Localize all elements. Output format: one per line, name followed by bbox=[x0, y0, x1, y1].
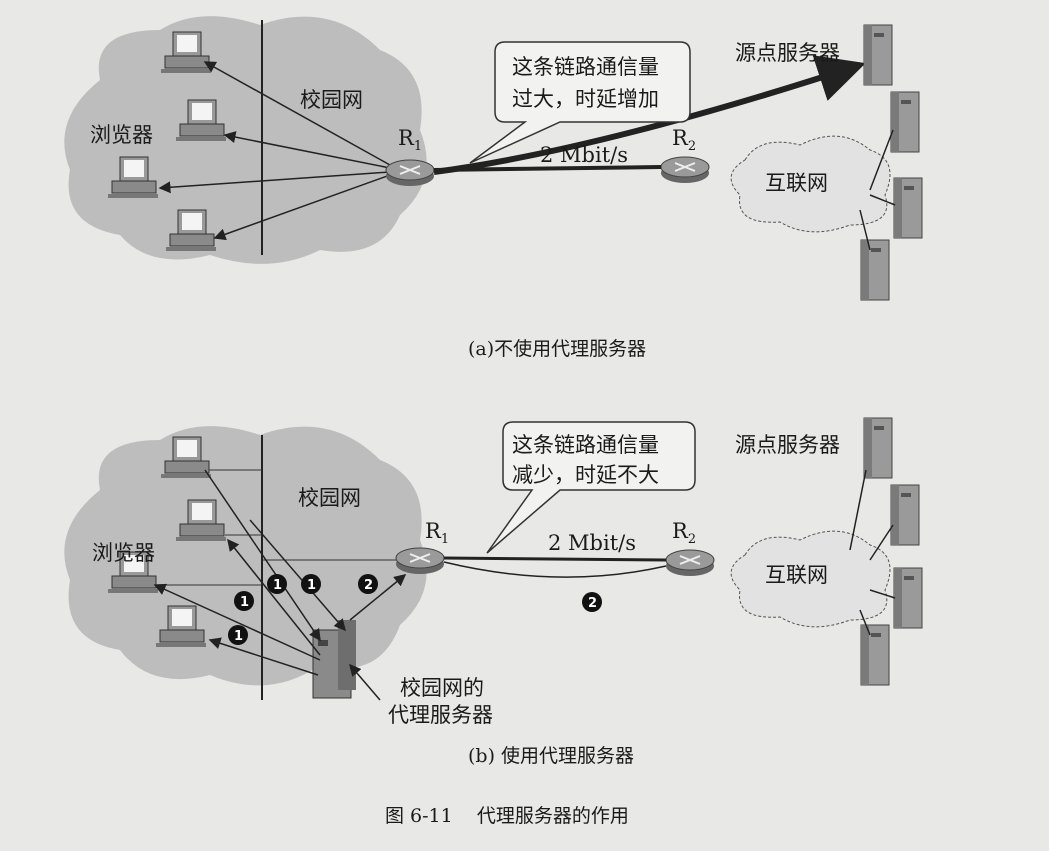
r2-label: R2 bbox=[672, 126, 696, 154]
caption-b: (b) 使用代理服务器 bbox=[468, 745, 634, 767]
campus-net-label: 校园网 bbox=[298, 486, 361, 510]
step-1-marker: 1 bbox=[234, 629, 243, 644]
proxy-label-line-1: 校园网的 bbox=[400, 676, 484, 700]
r2-label: R2 bbox=[672, 519, 696, 547]
internet-cloud bbox=[730, 530, 891, 628]
callout-line-2: 减少，时延不大 bbox=[512, 463, 659, 487]
callout-box bbox=[469, 41, 691, 164]
router-r2-icon bbox=[665, 549, 715, 577]
callout-line-1: 这条链路通信量 bbox=[512, 55, 659, 79]
internet-label: 互联网 bbox=[765, 563, 828, 587]
caption-a: (a)不使用代理服务器 bbox=[468, 338, 646, 360]
internet-label: 互联网 bbox=[765, 171, 828, 195]
origin-server-label: 源点服务器 bbox=[735, 41, 840, 65]
router-r1-icon bbox=[385, 159, 435, 187]
panel-b: 这条链路通信量 减少，时延不大 源点服务器 校园网 浏览器 R1 2 Mbit/… bbox=[64, 417, 923, 767]
step-1-marker: 1 bbox=[273, 578, 282, 593]
step-markers: 1 1 1 1 2 2 bbox=[228, 574, 602, 645]
callout-line-1: 这条链路通信量 bbox=[512, 433, 659, 457]
router-r2-icon bbox=[660, 156, 710, 184]
internet-cloud bbox=[730, 135, 891, 233]
r1-label: R1 bbox=[398, 126, 422, 154]
campus-cloud bbox=[64, 16, 427, 264]
origin-server-label: 源点服务器 bbox=[735, 433, 840, 457]
panel-a: 这条链路通信量 过大，时延增加 源点服务器 校园网 浏览器 R1 2 Mbit/… bbox=[64, 16, 923, 360]
callout-box bbox=[486, 421, 696, 554]
step-1-marker: 1 bbox=[240, 595, 249, 610]
step-2-marker: 2 bbox=[364, 578, 373, 593]
proxy-label-line-2: 代理服务器 bbox=[388, 703, 493, 727]
r1-label: R1 bbox=[425, 519, 449, 547]
browser-label: 浏览器 bbox=[92, 541, 155, 565]
router-r1-icon bbox=[395, 547, 445, 575]
figure-caption: 图 6-11 代理服务器的作用 bbox=[385, 805, 629, 827]
browser-label: 浏览器 bbox=[90, 123, 153, 147]
campus-net-label: 校园网 bbox=[300, 88, 363, 112]
link-speed-label: 2 Mbit/s bbox=[540, 143, 628, 167]
callout-line-2: 过大，时延增加 bbox=[512, 87, 659, 111]
step-2-marker: 2 bbox=[588, 596, 597, 611]
link-speed-label: 2 Mbit/s bbox=[548, 531, 636, 555]
step-1-marker: 1 bbox=[307, 578, 316, 593]
